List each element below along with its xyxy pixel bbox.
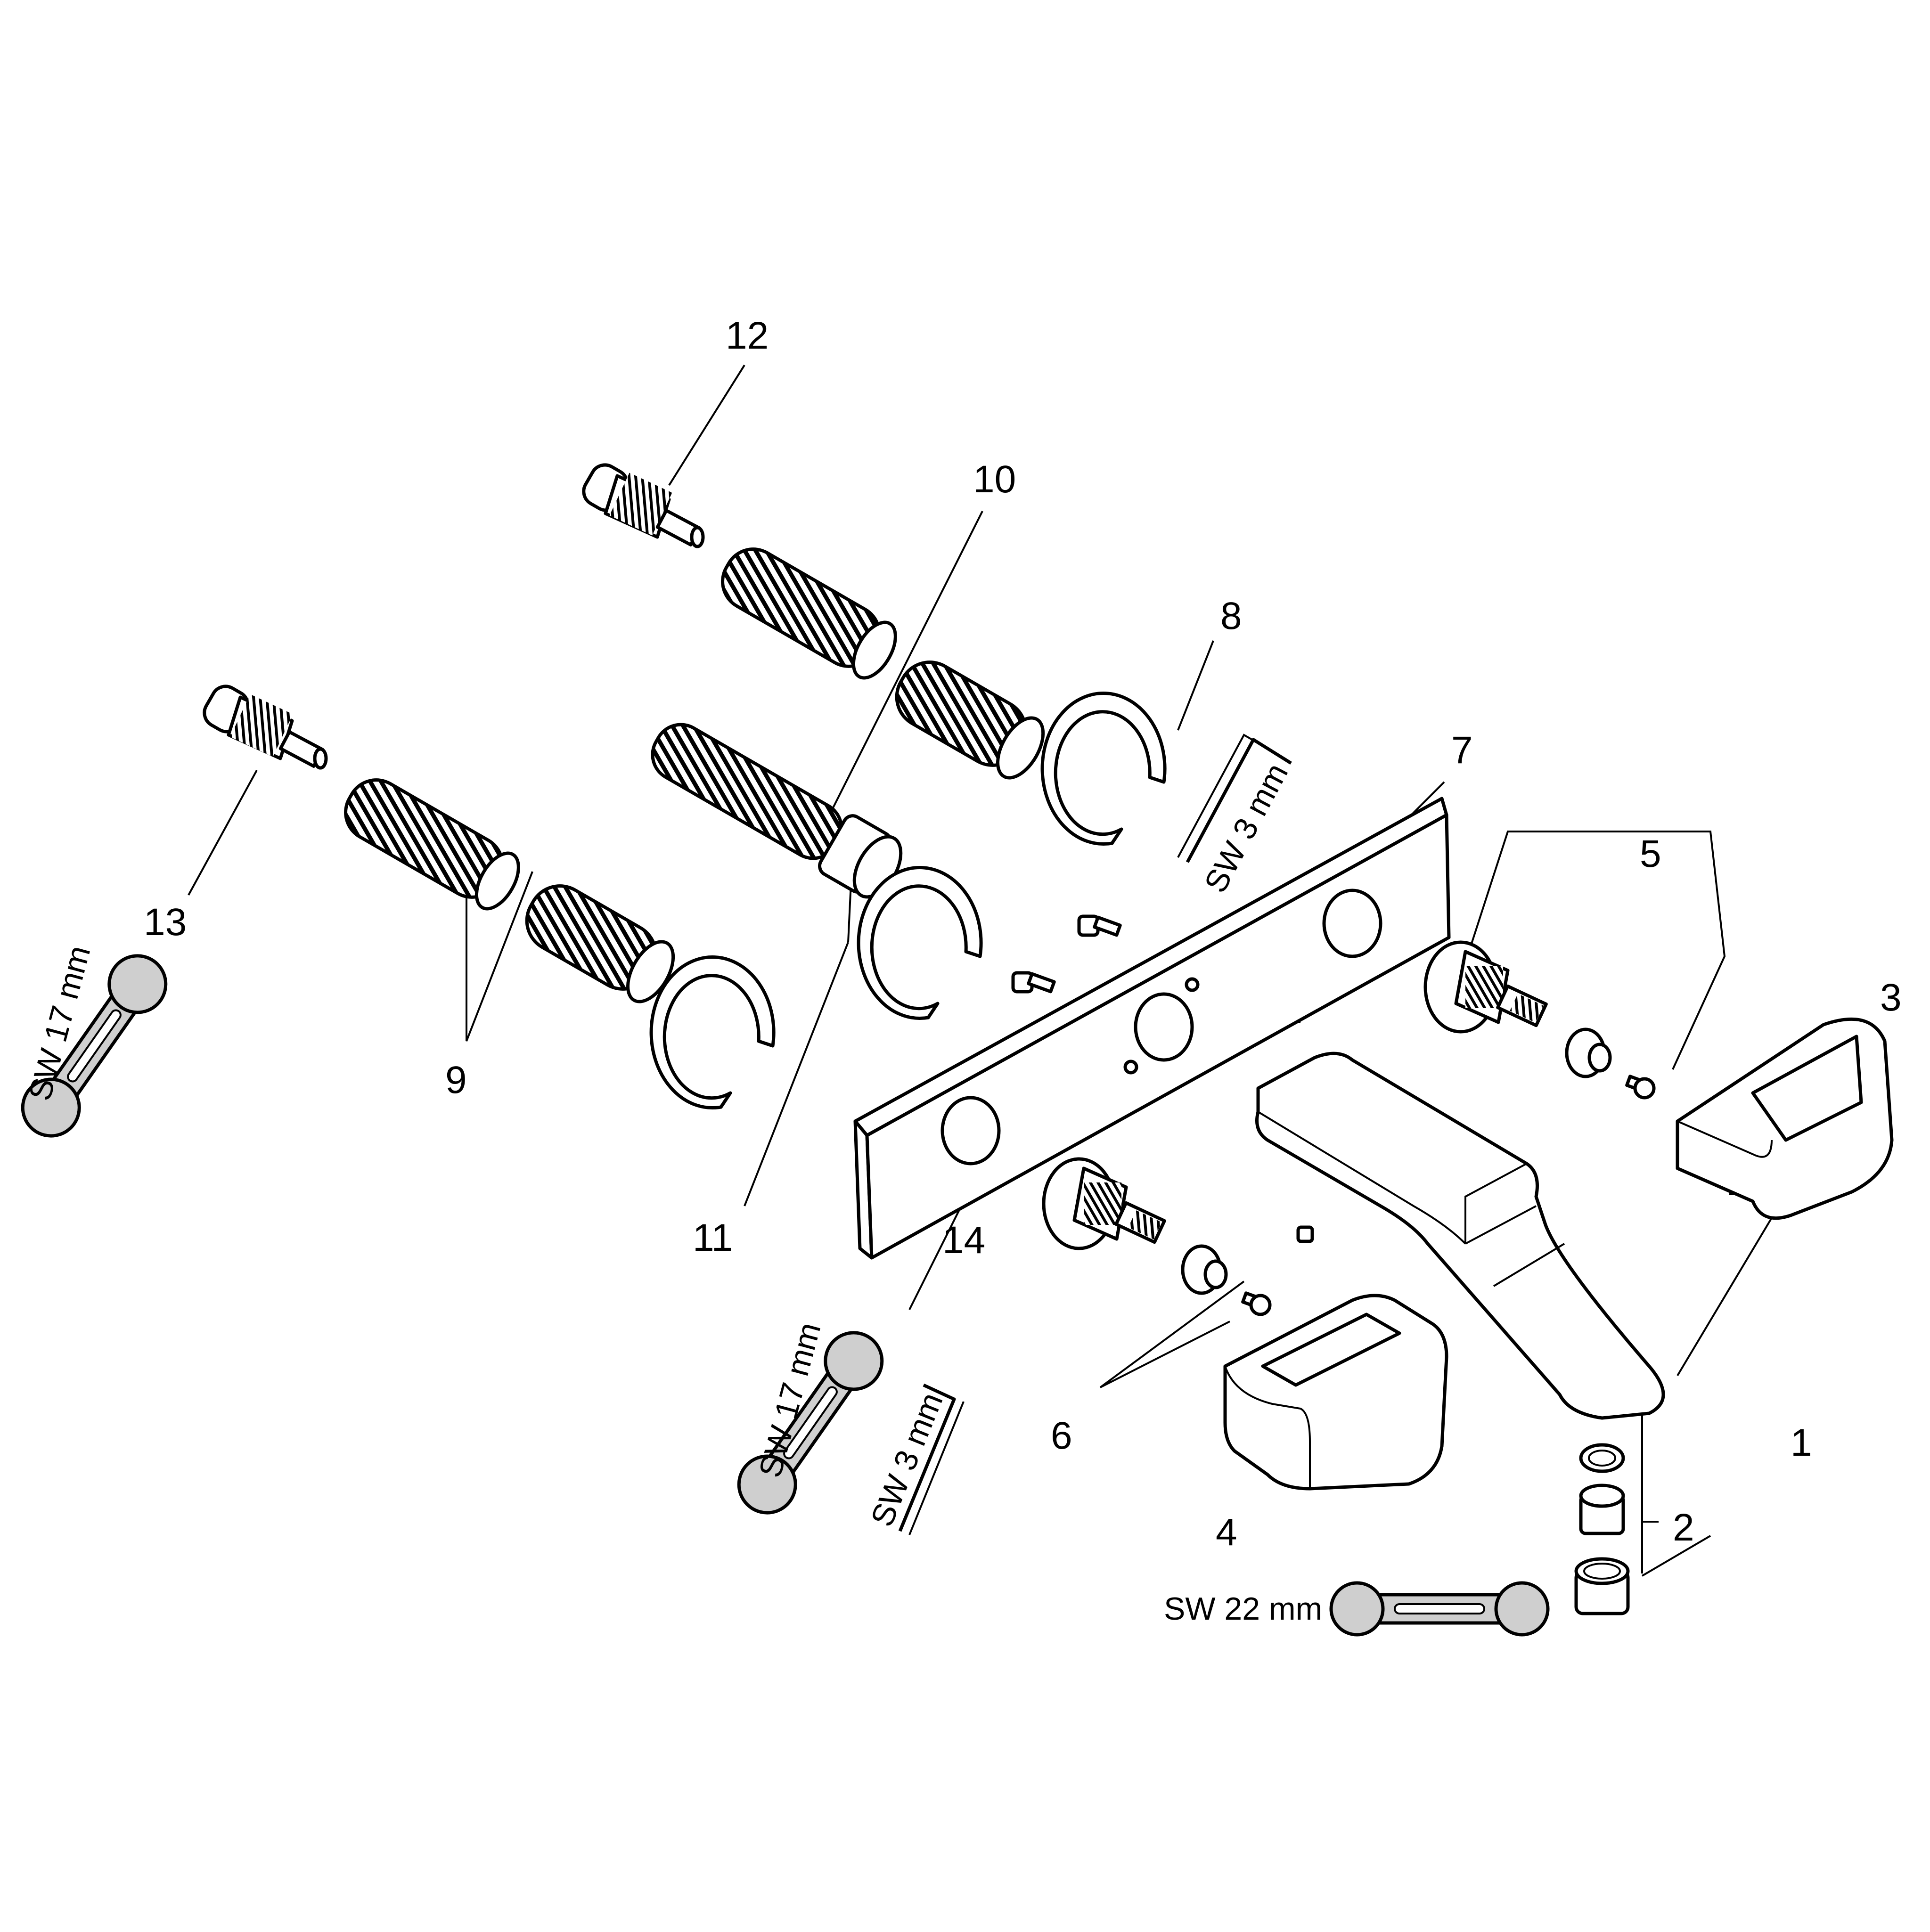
plug-14 bbox=[1296, 1225, 1314, 1243]
callout-13: 13 bbox=[144, 901, 187, 944]
leader-lines bbox=[188, 364, 1788, 1577]
callout-8: 8 bbox=[1220, 595, 1242, 637]
callout-1: 1 bbox=[1791, 1421, 1812, 1464]
valve-cartridge-lower bbox=[1042, 1157, 1166, 1250]
aerator-seal-2 bbox=[1579, 1443, 1625, 1473]
extension-sleeve-left-b bbox=[525, 884, 675, 1003]
callout-14: 14 bbox=[942, 1219, 985, 1262]
callout-10: 10 bbox=[973, 458, 1016, 501]
valve-cartridge-12 bbox=[582, 463, 705, 548]
callout-12: 12 bbox=[726, 314, 769, 357]
extension-sleeve-left-a bbox=[344, 778, 520, 911]
wrench-sw17-left bbox=[21, 954, 168, 1138]
valve-cartridge-5 bbox=[1423, 940, 1548, 1034]
aerator-insert-2 bbox=[1579, 1484, 1625, 1535]
extension-sleeve-long-10 bbox=[651, 723, 903, 899]
callout-4: 4 bbox=[1216, 1511, 1237, 1554]
extension-sleeve-top-a bbox=[721, 547, 897, 680]
spout-1 bbox=[1255, 1052, 1665, 1420]
extension-sleeve-top-b bbox=[895, 660, 1045, 780]
wrench-sw22 bbox=[1329, 1581, 1550, 1637]
callout-9: 9 bbox=[445, 1059, 467, 1101]
cover-plate-7 bbox=[853, 797, 1451, 1260]
screw-top bbox=[1077, 914, 1122, 937]
callout-7: 7 bbox=[1451, 729, 1473, 772]
handle-adapter-5 bbox=[1565, 1027, 1612, 1078]
wrench-sw22-label: SW 22 mm bbox=[1164, 1591, 1322, 1627]
callout-3: 3 bbox=[1880, 976, 1902, 1019]
callout-11: 11 bbox=[693, 1216, 733, 1259]
callout-6: 6 bbox=[1051, 1414, 1072, 1457]
screw-middle bbox=[1011, 971, 1056, 994]
handle-4 bbox=[1223, 1294, 1448, 1491]
split-ring-middle bbox=[857, 866, 983, 1020]
split-ring-left bbox=[649, 955, 776, 1110]
grub-screw-5 bbox=[1625, 1075, 1656, 1100]
aerator-housing-2 bbox=[1574, 1557, 1630, 1615]
handle-adapter-6 bbox=[1181, 1244, 1228, 1295]
hex-key-top bbox=[1177, 734, 1292, 863]
handle-3 bbox=[1676, 1017, 1894, 1220]
wrench-sw17-bottom bbox=[737, 1331, 884, 1515]
tool-labels: SW 17 mm SW 17 mm SW 3 mm SW 3 mm SW 22 … bbox=[22, 758, 1322, 1627]
split-ring-top bbox=[1040, 692, 1167, 846]
grub-screw-6 bbox=[1241, 1291, 1272, 1316]
callout-5: 5 bbox=[1640, 832, 1661, 875]
callout-labels: 1 2 3 4 5 6 7 8 9 10 11 12 13 14 bbox=[144, 314, 1902, 1554]
valve-cartridge-13 bbox=[203, 685, 328, 770]
callout-2: 2 bbox=[1673, 1506, 1694, 1549]
hex-key-bottom bbox=[898, 1383, 965, 1535]
